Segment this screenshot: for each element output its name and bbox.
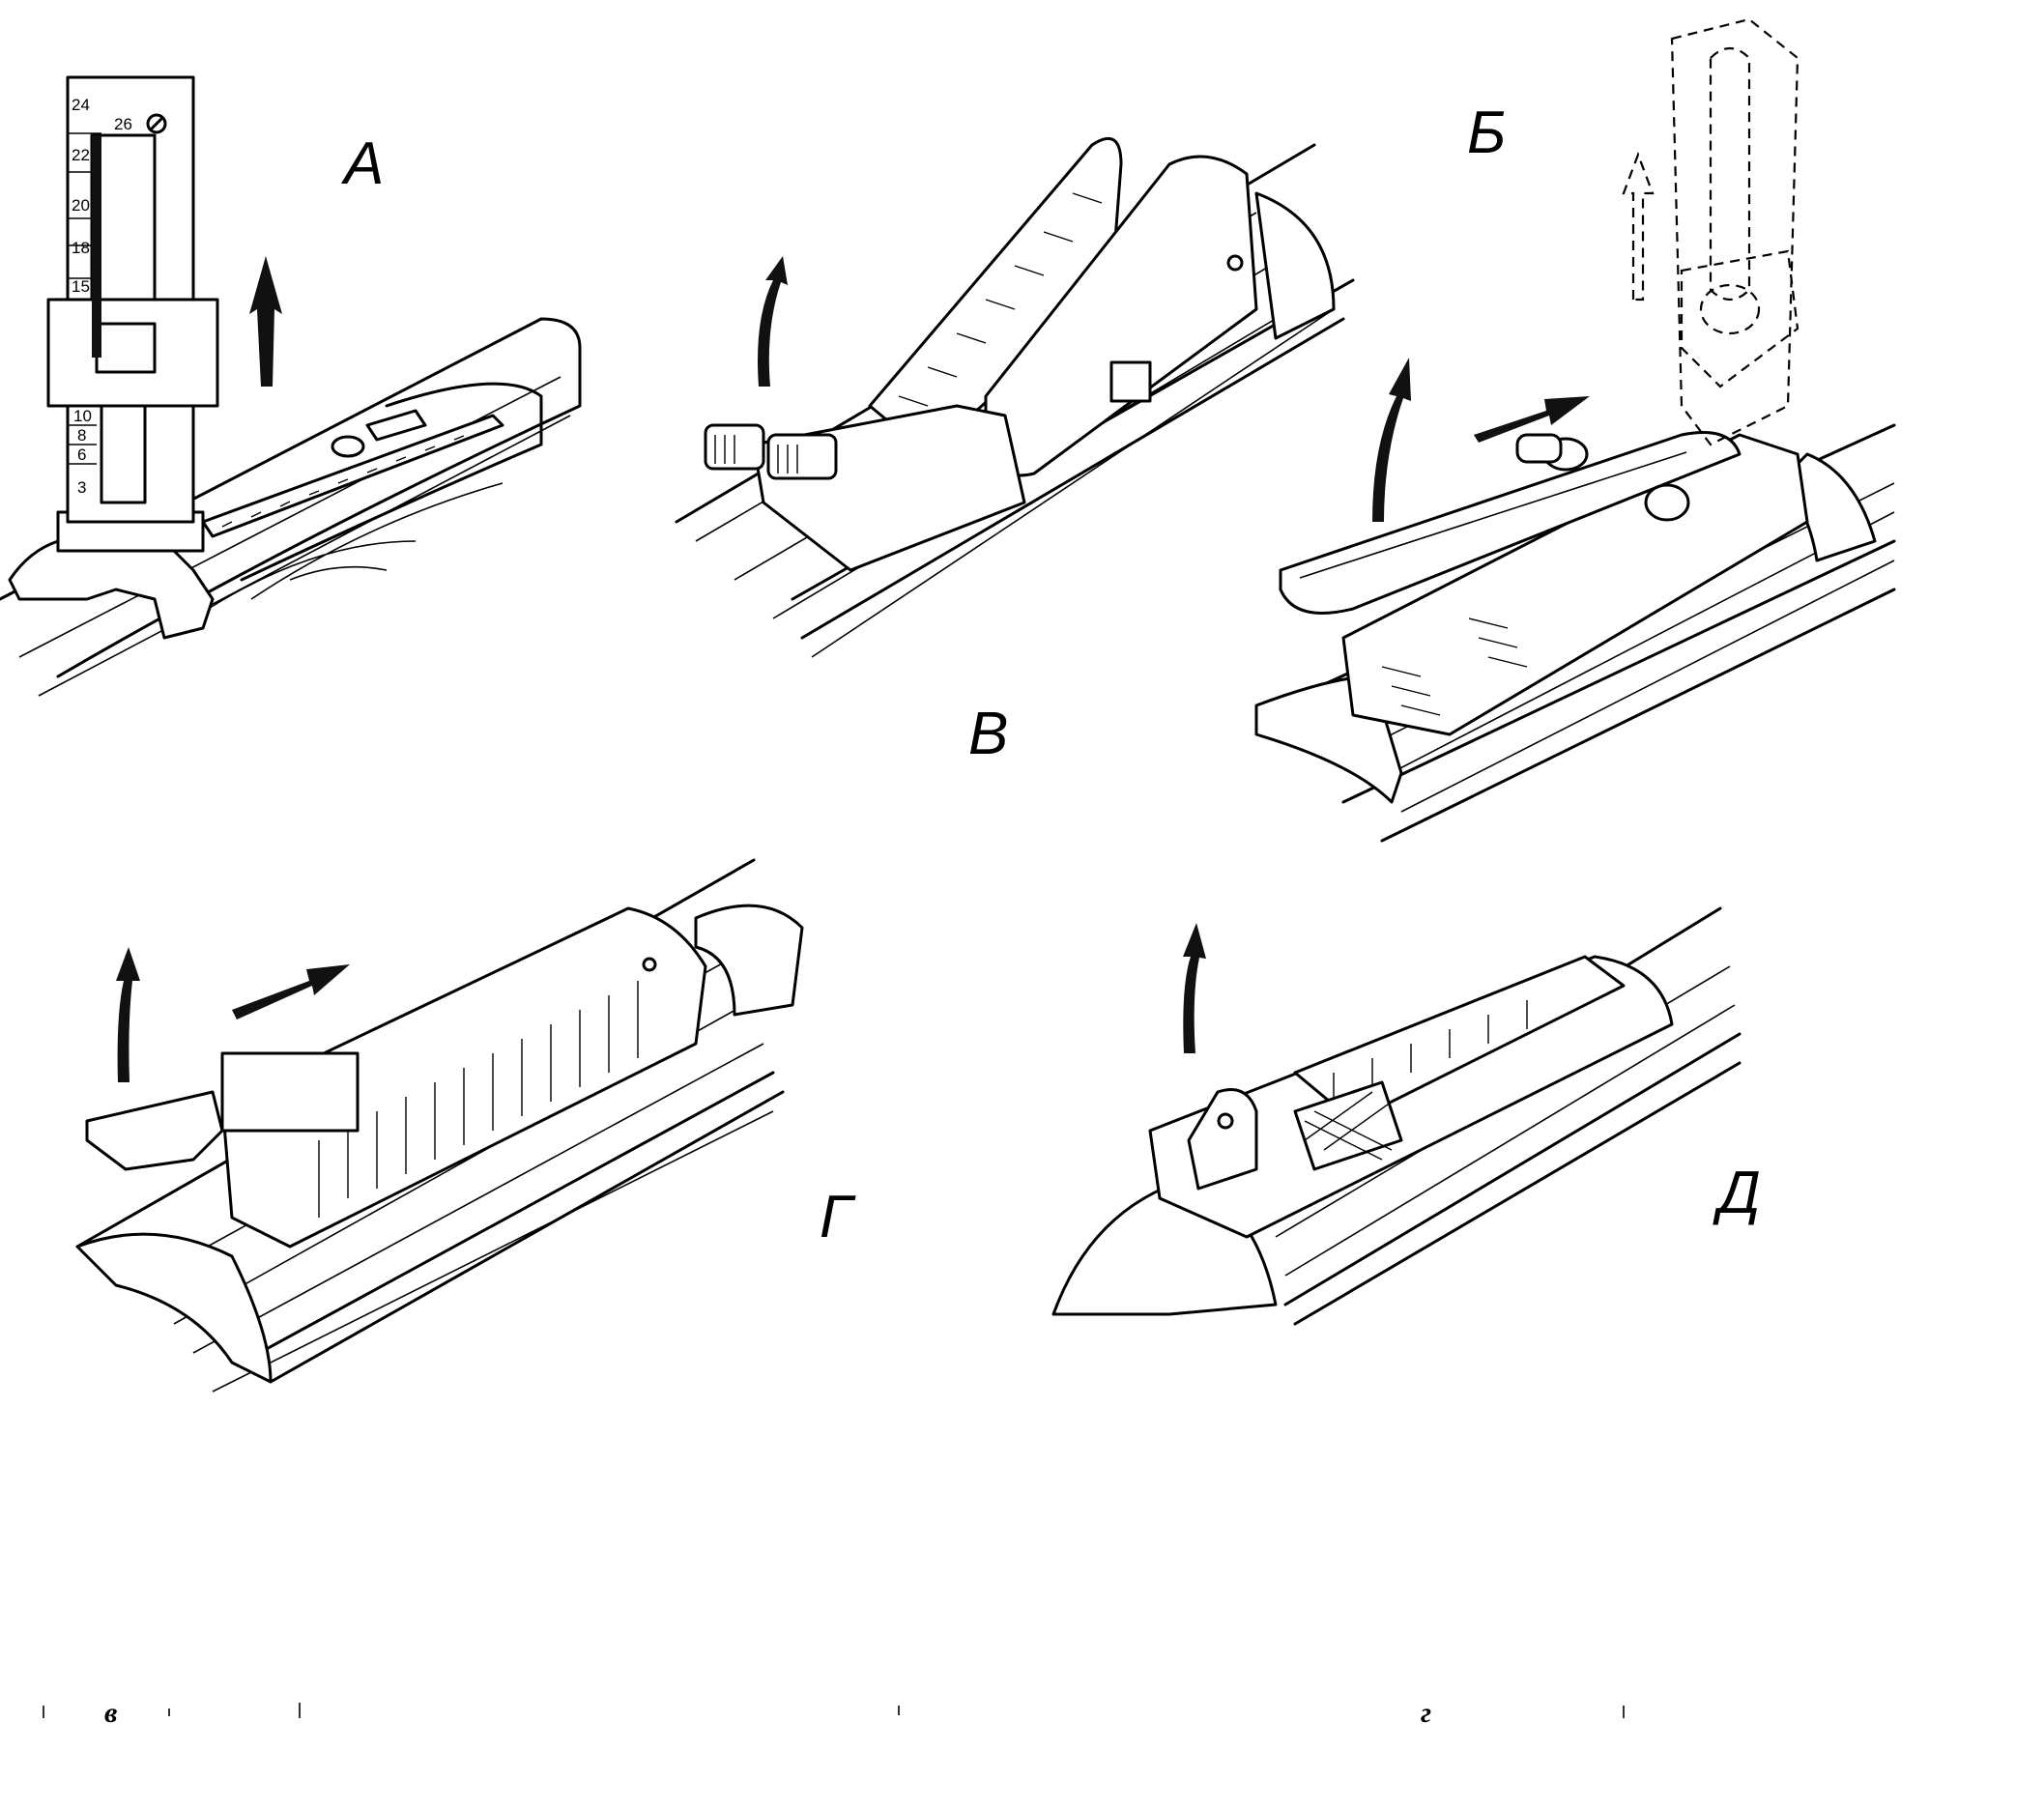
sight-g-drawing bbox=[75, 858, 804, 1393]
footer-tick-marks bbox=[43, 1703, 1625, 1718]
scale-mark-26: 26 bbox=[114, 115, 132, 133]
label-g: Г bbox=[820, 1184, 856, 1250]
footer-label-right: г bbox=[1421, 1697, 1431, 1729]
scale-mark-22: 22 bbox=[72, 146, 90, 164]
arrow-right-icon bbox=[232, 964, 350, 1019]
scale-mark-18: 18 bbox=[72, 239, 90, 257]
label-a: А bbox=[340, 130, 384, 197]
scale-mark-15: 15 bbox=[72, 277, 90, 296]
scale-mark-8: 8 bbox=[77, 426, 86, 445]
footer-label-left: в bbox=[104, 1697, 117, 1729]
label-v: В bbox=[968, 701, 1008, 767]
scale-mark-3: 3 bbox=[77, 478, 86, 497]
arrow-up-curved-icon bbox=[116, 947, 140, 1082]
scale-mark-24: 24 bbox=[72, 96, 90, 114]
arrow-up-icon bbox=[249, 256, 282, 387]
sight-v-top-drawing bbox=[675, 136, 1355, 658]
arrow-up-curved-icon bbox=[758, 256, 788, 387]
sight-b-drawing bbox=[1254, 17, 1896, 843]
label-d: Д bbox=[1713, 1160, 1761, 1226]
arrow-up-curved-icon bbox=[1183, 923, 1206, 1053]
scale-mark-6: 6 bbox=[77, 445, 86, 464]
label-b: Б bbox=[1467, 100, 1506, 166]
scale-mark-20: 20 bbox=[72, 196, 90, 215]
arrow-up-curved-icon bbox=[1372, 358, 1411, 522]
sight-a-drawing: 24 26 22 20 18 15 10 8 6 3 bbox=[0, 75, 582, 697]
scale-mark-10: 10 bbox=[73, 407, 92, 425]
arrow-right-icon bbox=[1474, 396, 1590, 443]
sight-d-drawing bbox=[1051, 906, 1742, 1326]
